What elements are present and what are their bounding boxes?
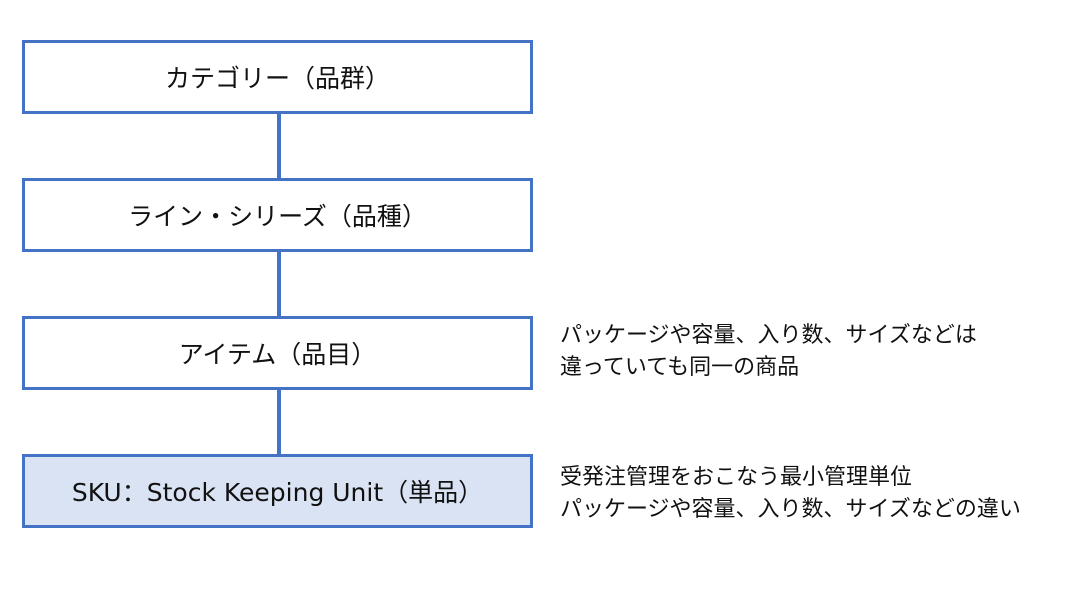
connector-line <box>277 252 281 316</box>
category-label: カテゴリー（品群） <box>164 64 390 93</box>
sku-note-line: パッケージや容量、入り数、サイズなどの違い <box>560 497 1021 522</box>
sku-note-line: 受発注管理をおこなう最小管理単位 <box>560 465 913 490</box>
sku-box: SKU：Stock Keeping Unit（単品） <box>22 454 533 528</box>
line-series-label: ライン・シリーズ（品種） <box>128 202 427 231</box>
item-note-line: 違っていても同一の商品 <box>560 355 800 380</box>
connector-line <box>277 390 281 454</box>
category-box: カテゴリー（品群） <box>22 40 533 114</box>
item-box: アイテム（品目） <box>22 316 533 390</box>
item-note-line: パッケージや容量、入り数、サイズなどは <box>560 323 977 348</box>
item-label: アイテム（品目） <box>178 340 377 369</box>
sku-label: SKU：Stock Keeping Unit（単品） <box>71 478 484 507</box>
item-note: パッケージや容量、入り数、サイズなどは 違っていても同一の商品 <box>560 320 977 384</box>
line-series-box: ライン・シリーズ（品種） <box>22 178 533 252</box>
connector-line <box>277 114 281 178</box>
sku-note: 受発注管理をおこなう最小管理単位 パッケージや容量、入り数、サイズなどの違い <box>560 462 1021 526</box>
